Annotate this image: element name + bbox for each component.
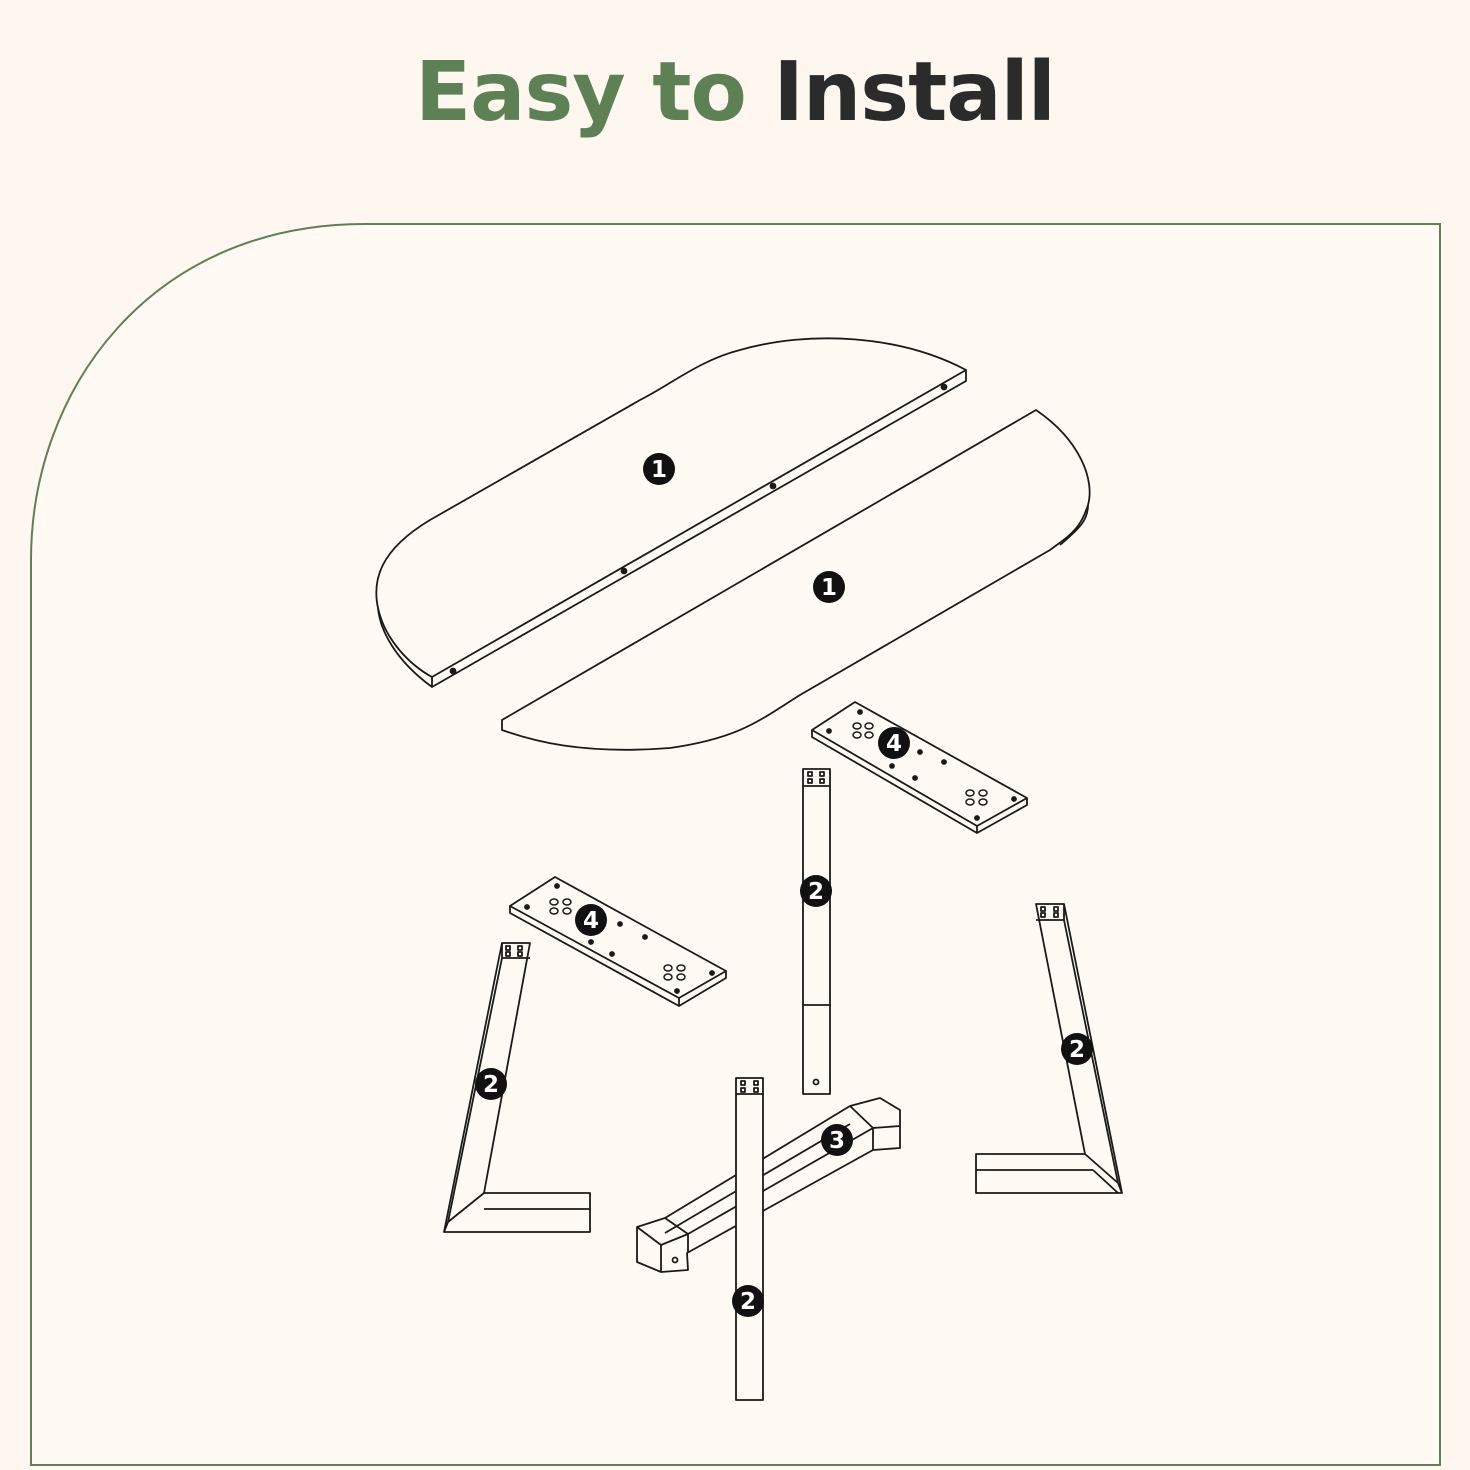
leg-right	[975, 903, 1123, 1194]
mounting-plate-right	[811, 701, 1028, 834]
part-label-tabletop-a: 1	[643, 453, 675, 485]
title-main: Install	[773, 45, 1055, 140]
part-label-leg-center-top: 2	[800, 875, 832, 907]
leg-left	[443, 942, 591, 1233]
part-label-leg-right: 2	[1061, 1033, 1093, 1065]
svg-text:2: 2	[808, 879, 824, 905]
leg-center-bottom	[735, 1077, 764, 1401]
svg-text:2: 2	[483, 1072, 499, 1098]
leg-center-top	[802, 768, 831, 1095]
part-label-tabletop-b: 1	[813, 571, 845, 603]
part-label-plate-left: 4	[575, 904, 607, 936]
svg-text:2: 2	[740, 1289, 756, 1315]
part-label-plate-right: 4	[878, 727, 910, 759]
svg-text:4: 4	[583, 908, 599, 934]
svg-text:3: 3	[829, 1128, 845, 1154]
part-label-stretcher: 3	[821, 1124, 853, 1156]
mounting-plate-left	[509, 876, 727, 1007]
tabletop-b	[501, 409, 1091, 751]
part-label-leg-left: 2	[475, 1068, 507, 1100]
title-accent: Easy to	[415, 45, 747, 140]
svg-text:2: 2	[1069, 1037, 1085, 1063]
part-label-leg-center-bottom: 2	[732, 1285, 764, 1317]
svg-text:4: 4	[886, 731, 902, 757]
svg-text:1: 1	[821, 575, 837, 601]
page-title: Easy to Install	[0, 44, 1470, 142]
svg-text:1: 1	[651, 457, 667, 483]
tabletop-a	[375, 337, 967, 688]
